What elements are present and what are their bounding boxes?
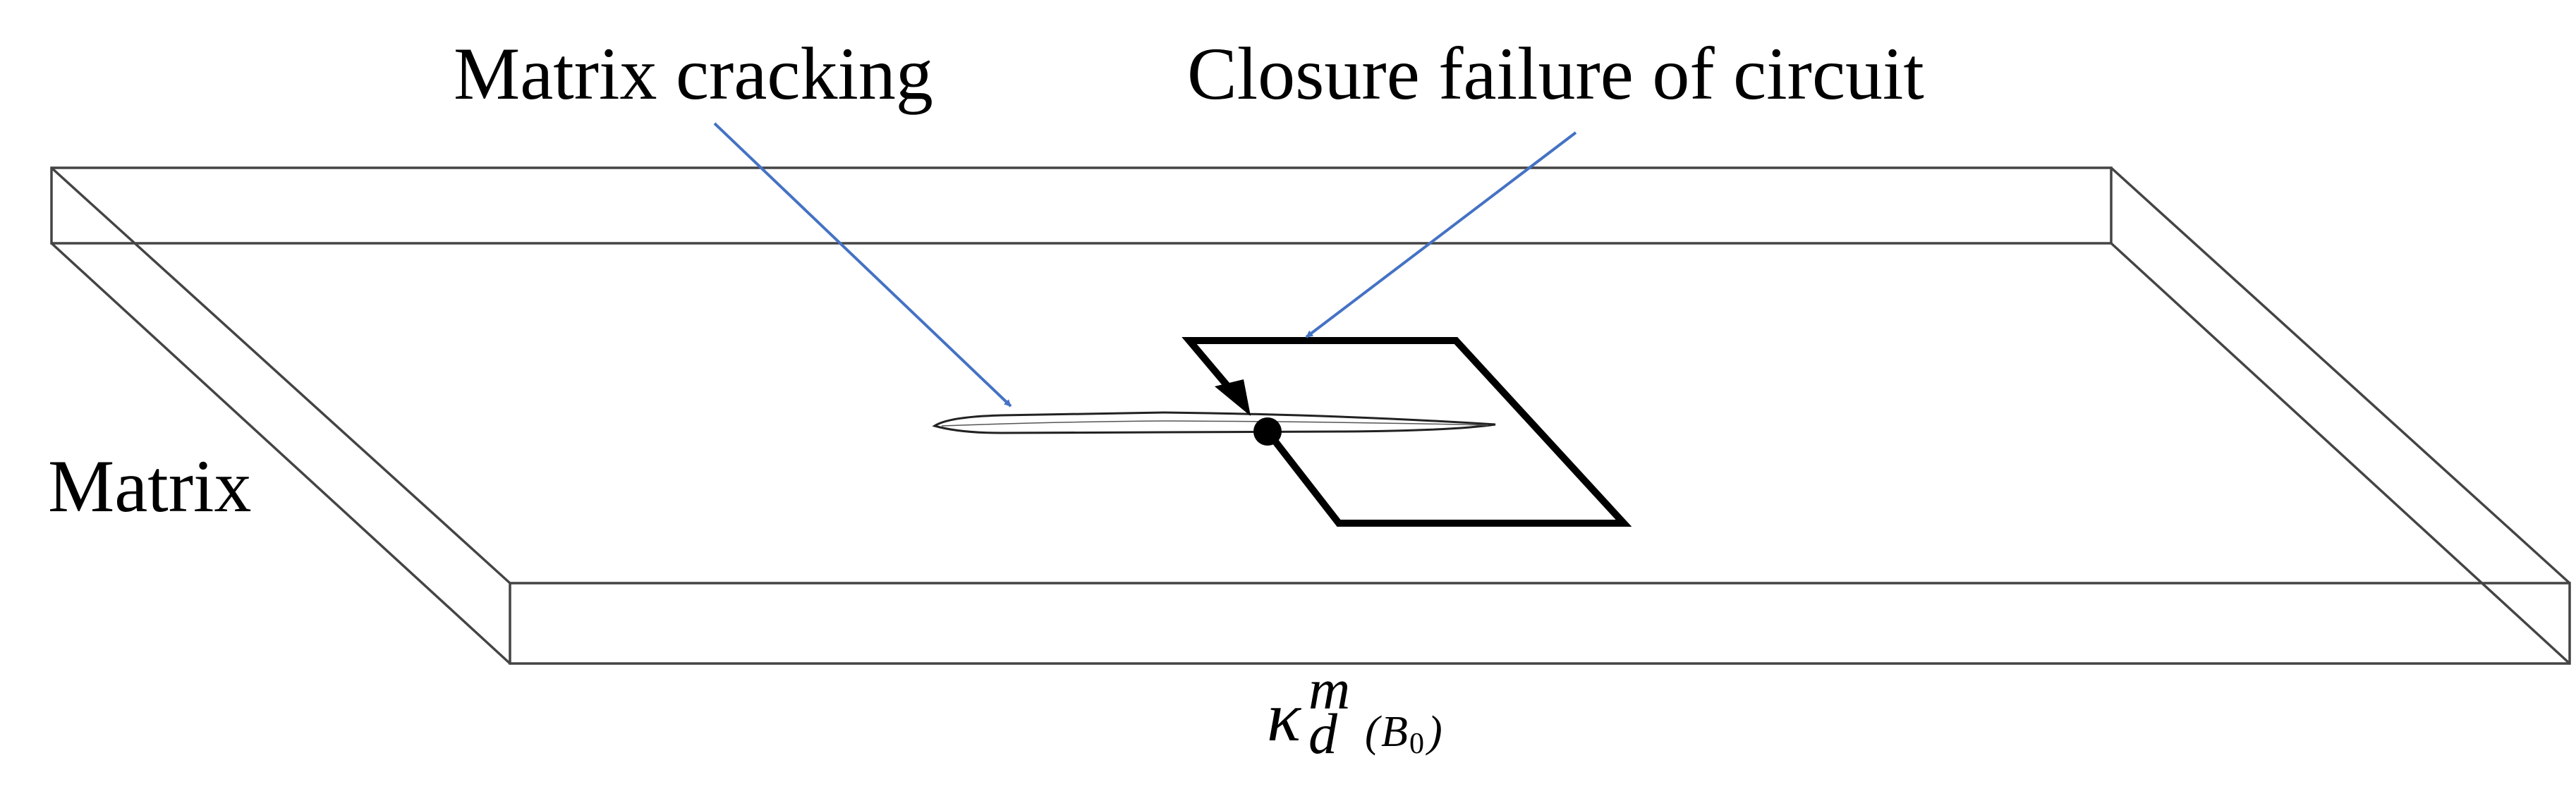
formula-close-paren: ): [1426, 708, 1442, 756]
closure-failure-arrow: [1305, 131, 1577, 338]
slab-edge-left-top: [50, 166, 511, 585]
formula-symbol: κ: [1267, 678, 1302, 756]
circuit-path: [1181, 337, 1632, 527]
formula-open-paren: (: [1365, 708, 1382, 756]
matrix-label: Matrix: [48, 445, 252, 527]
closure-circuit: [1181, 337, 1632, 527]
slab-edge-left-bottom: [50, 242, 511, 665]
slab-front-face: [509, 582, 2571, 665]
matrix-cracking-arrow: [713, 122, 1012, 408]
matrix-crack: [932, 411, 1496, 434]
formula-superscript: m: [1308, 657, 1350, 721]
slab-back-face: [50, 166, 2113, 245]
slab-edge-right-bottom: [2110, 242, 2571, 665]
formula-argument-sub: 0: [1409, 728, 1424, 760]
circuit-start-point: [1253, 417, 1282, 446]
kappa-formula: κ m d ( B 0 ): [1267, 657, 1442, 766]
matrix-slab: [50, 166, 2571, 665]
closure-failure-label: Closure failure of circuit: [1187, 32, 1924, 115]
formula-subscript: d: [1308, 702, 1338, 766]
slab-edge-right-top: [2110, 166, 2571, 585]
formula-argument: B: [1381, 708, 1408, 756]
circuit-arrowhead: [1215, 379, 1251, 416]
matrix-cracking-label: Matrix cracking: [454, 32, 933, 115]
